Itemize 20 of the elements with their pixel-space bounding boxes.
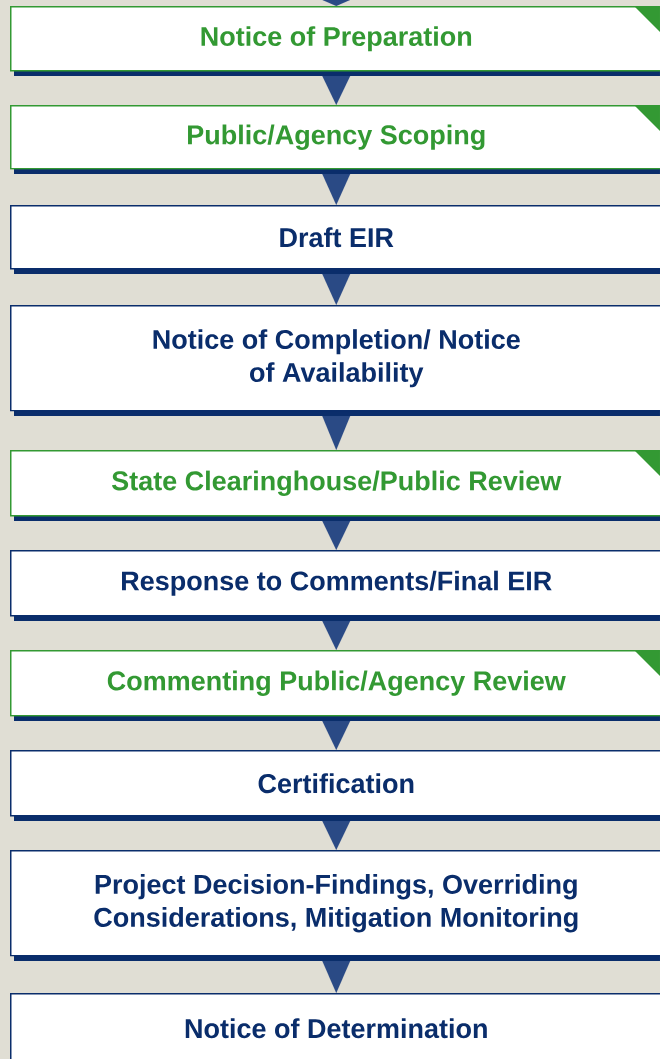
arrow [322, 721, 351, 750]
arrow [322, 821, 351, 850]
step-box: Response to Comments/Final EIR [10, 550, 660, 621]
step-box: Certification [10, 750, 660, 821]
step-box: Notice of Determination [10, 993, 660, 1059]
arrow [322, 961, 351, 993]
arrow [322, 0, 351, 6]
arrow [322, 273, 351, 305]
step-box: Notice of Completion/ Notice of Availability [10, 305, 660, 416]
arrow [322, 174, 351, 205]
step-box: Public/Agency Scoping [10, 105, 660, 174]
arrow [322, 415, 351, 450]
step-box: Draft EIR [10, 205, 660, 274]
step-box: Notice of Preparation [10, 6, 660, 76]
step-box: Commenting Public/Agency Review [10, 650, 660, 721]
arrow [322, 76, 351, 105]
step-box: Project Decision-Findings, Overriding Considerations, Mitigation Monitoring [10, 850, 660, 961]
arrow [322, 521, 351, 550]
arrow [322, 621, 351, 650]
step-box: State Clearinghouse/Public Review [10, 450, 660, 521]
